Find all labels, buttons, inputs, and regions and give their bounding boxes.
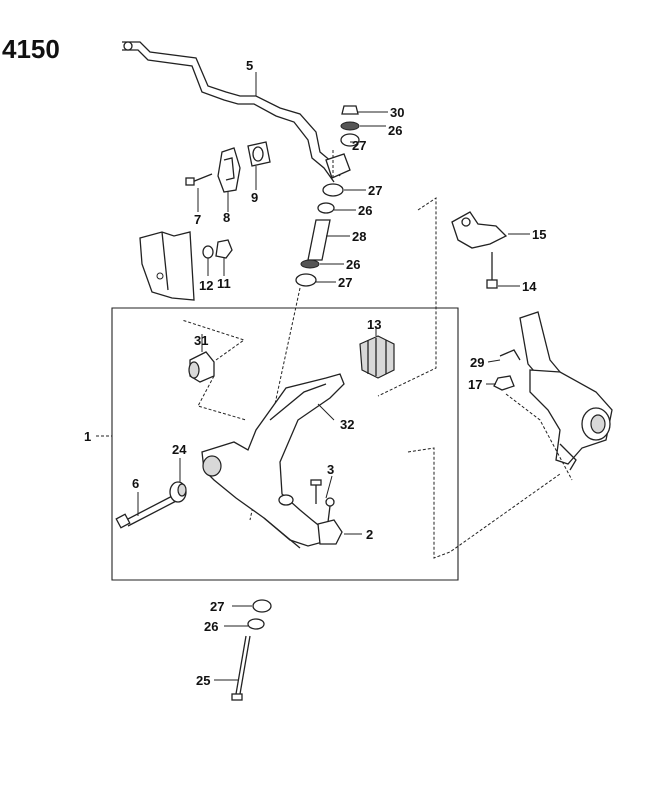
- callout-12: 12: [199, 278, 213, 293]
- bracket-nut-washer: [202, 239, 233, 259]
- clamp-bolt-14: [486, 252, 498, 289]
- stabilizer-clamp: [217, 147, 241, 193]
- callout-3: 3: [327, 462, 334, 477]
- ball-joint-bolt: [310, 479, 322, 504]
- callout-27: 27: [210, 599, 224, 614]
- callout-27: 27: [352, 138, 366, 153]
- diagram-part-number: 4150: [2, 34, 60, 64]
- assembly-frame: [111, 307, 459, 581]
- callout-32: 32: [340, 417, 354, 432]
- callout-1: 1: [84, 429, 91, 444]
- callout-27: 27: [368, 183, 382, 198]
- callout-5: 5: [246, 58, 253, 73]
- cotter-pin-nut: [493, 349, 521, 391]
- callout-26: 26: [388, 123, 402, 138]
- callout-2: 2: [366, 527, 373, 542]
- callout-25: 25: [196, 673, 210, 688]
- lower-control-arm: [201, 373, 345, 549]
- front-bolt-bushing: [169, 481, 187, 503]
- bushing-clamp: [451, 211, 508, 249]
- callout-26: 26: [204, 619, 218, 634]
- callout-15: 15: [532, 227, 546, 242]
- callout-27: 27: [338, 275, 352, 290]
- callout-26: 26: [346, 257, 360, 272]
- callout-7: 7: [194, 212, 201, 227]
- stabilizer-link-stack: [295, 183, 344, 287]
- callout-31: 31: [194, 333, 208, 348]
- callout-30: 30: [390, 105, 404, 120]
- stabilizer-bushing: [247, 141, 271, 167]
- rear-bushing: [359, 335, 395, 379]
- stabilizer-bar: [122, 41, 351, 183]
- lower-link-stack: [231, 599, 272, 701]
- callout-17: 17: [468, 377, 482, 392]
- callout-9: 9: [251, 190, 258, 205]
- callout-24: 24: [172, 442, 187, 457]
- callout-14: 14: [522, 279, 537, 294]
- callout-29: 29: [470, 355, 484, 370]
- callout-6: 6: [132, 476, 139, 491]
- steering-knuckle: [519, 311, 613, 471]
- front-bushing: [188, 351, 215, 383]
- ball-joint: [317, 497, 343, 545]
- clamp-bolt: [185, 173, 213, 186]
- callout-13: 13: [367, 317, 381, 332]
- callout-8: 8: [223, 210, 230, 225]
- callout-28: 28: [352, 229, 366, 244]
- frame-bracket: [139, 231, 195, 301]
- top-nut-stack: [340, 105, 360, 147]
- callout-26: 26: [358, 203, 372, 218]
- callout-11: 11: [217, 276, 231, 291]
